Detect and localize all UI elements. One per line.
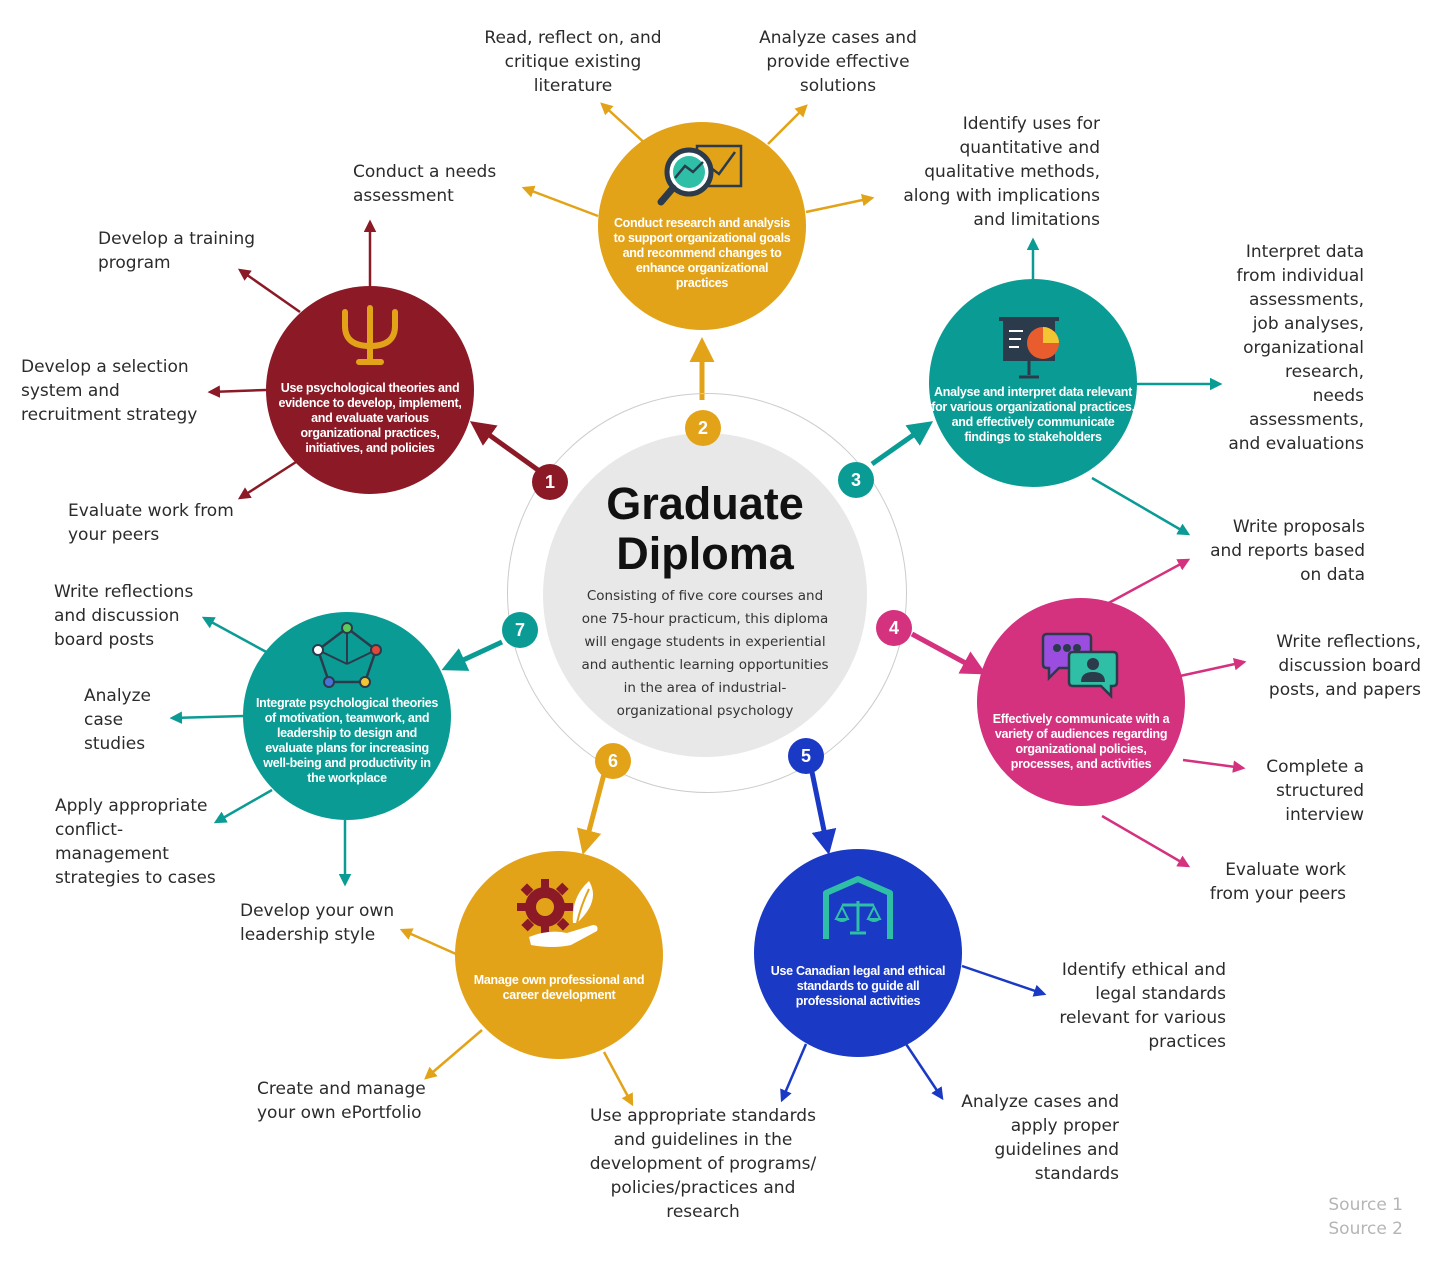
arrow-5-guidelines [780, 1043, 808, 1103]
node-4-text: Effectively communicate with a variety o… [992, 712, 1170, 771]
node-2-text: Conduct research and analysis to support… [613, 216, 791, 290]
outcome-7-3: Apply appropriate conflict- management s… [55, 796, 216, 888]
outcome-1-4: Evaluate work from your peers [68, 501, 234, 545]
node-2-circle: Conduct research and analysis to support… [598, 122, 806, 330]
arrow-center-to-node-7 [441, 639, 504, 671]
outcome-2-1: Read, reflect on, and critique existing … [484, 28, 662, 96]
scales-of-justice-icon [823, 876, 893, 939]
outcome-6-2: Create and manage your own ePortfolio [257, 1079, 426, 1123]
arrow-6-leadership [399, 928, 457, 956]
node-7-circle: Integrate psychological theories of moti… [243, 612, 451, 820]
arrow-7-reflections [201, 616, 271, 656]
arrow-center-to-node-1 [469, 421, 540, 473]
node-1-badge: 1 [532, 464, 568, 500]
arrow-4-evaluate-peers [1101, 814, 1191, 868]
node-6-text: Manage own professional and career devel… [473, 973, 645, 1002]
arrow-3-proposals [1091, 476, 1191, 536]
center-ring [507, 393, 907, 793]
arrow-2-needs [521, 185, 599, 218]
outcome-7-2: Analyze case studies [84, 686, 151, 754]
outcome-1-1: Conduct a needs assessment [353, 162, 497, 206]
node-5-circle: Use Canadian legal and ethical standards… [754, 849, 962, 1057]
node-5-badge: 5 [788, 738, 824, 774]
arrow-1-evaluate-peers [237, 460, 297, 500]
arrow-6-eportfolio [424, 1029, 483, 1080]
arrow-7-case-studies [169, 711, 245, 724]
network-pentagon-icon [312, 622, 382, 688]
arrow-1-training-program [237, 268, 301, 314]
node-5-text: Use Canadian legal and ethical standards… [770, 964, 946, 1008]
psi-icon [342, 305, 398, 365]
source-link-1[interactable]: Source 1 [1328, 1195, 1403, 1215]
node-3-badge: 3 [838, 462, 874, 498]
node-1-text: Use psychological theories and evidence … [278, 381, 462, 455]
chat-bubbles-icon [1041, 632, 1119, 700]
outcome-3-1: Identify uses for quantitative and quali… [903, 114, 1100, 230]
arrow-5-cases [904, 1043, 944, 1101]
outcome-5-2: Analyze cases and apply proper guideline… [961, 1092, 1119, 1184]
node-4-circle: Effectively communicate with a variety o… [977, 598, 1185, 806]
outcome-2-2: Analyze cases and provide effective solu… [759, 28, 917, 96]
arrow-1-selection-system [207, 385, 267, 398]
center-description: Consisting of five core courses and one … [581, 588, 829, 719]
node-6-circle: Manage own professional and career devel… [455, 851, 663, 1059]
outcome-7-1: Write reflections and discussion board p… [54, 582, 194, 650]
arrow-center-to-node-3 [870, 421, 934, 467]
center-circle: Graduate Diploma Consisting of five core… [543, 433, 867, 757]
node-1-circle: Use psychological theories and evidence … [266, 286, 474, 494]
presentation-chart-icon [999, 317, 1059, 379]
arrow-7-conflict [213, 788, 273, 824]
outcome-4-2: Write reflections, discussion board post… [1268, 632, 1421, 700]
outcome-4-4: Evaluate work from your peers [1209, 860, 1346, 904]
arrow-center-to-node-5 [809, 771, 837, 855]
outcome-1-2: Develop a training program [98, 229, 256, 273]
arrow-center-to-node-6 [577, 773, 607, 855]
node-7-badge: 7 [502, 612, 538, 648]
arrow-4-interview [1182, 758, 1246, 773]
arrow-2-methods [805, 193, 875, 214]
outcome-4-1: Write proposals and reports based on dat… [1210, 517, 1365, 585]
arrow-5-standards [961, 964, 1047, 997]
outcome-4-3: Complete a structured interview [1266, 757, 1364, 825]
node-6-badge: 6 [595, 743, 631, 779]
magnifier-chart-icon [657, 144, 743, 206]
outcome-6-3: Develop your own leadership style [240, 901, 395, 945]
center-title: Graduate Diploma [606, 478, 804, 579]
node-3-circle: Analyse and interpret data relevant for … [929, 279, 1137, 487]
node-7-text: Integrate psychological theories of moti… [255, 696, 439, 785]
outcome-1-3: Develop a selection system and recruitme… [21, 357, 198, 425]
arrow-2-literature [600, 102, 649, 147]
outcome-6-1: Use appropriate standards and guidelines… [589, 1106, 817, 1222]
source-link-2[interactable]: Source 2 [1328, 1219, 1403, 1239]
arrow-6-guidelines [602, 1051, 634, 1107]
node-3-text: Analyse and interpret data relevant for … [931, 385, 1135, 444]
outcome-3-2: Interpret data from individual assessmen… [1228, 242, 1364, 454]
outcome-5-1: Identify ethical and legal standards rel… [1059, 960, 1226, 1052]
gear-hand-plant-icon [517, 879, 598, 947]
arrow-2-cases [767, 104, 808, 145]
node-4-badge: 4 [876, 610, 912, 646]
arrow-center-to-node-4 [910, 631, 987, 675]
arrow-4-reflections [1179, 658, 1247, 678]
node-2-badge: 2 [685, 410, 721, 446]
